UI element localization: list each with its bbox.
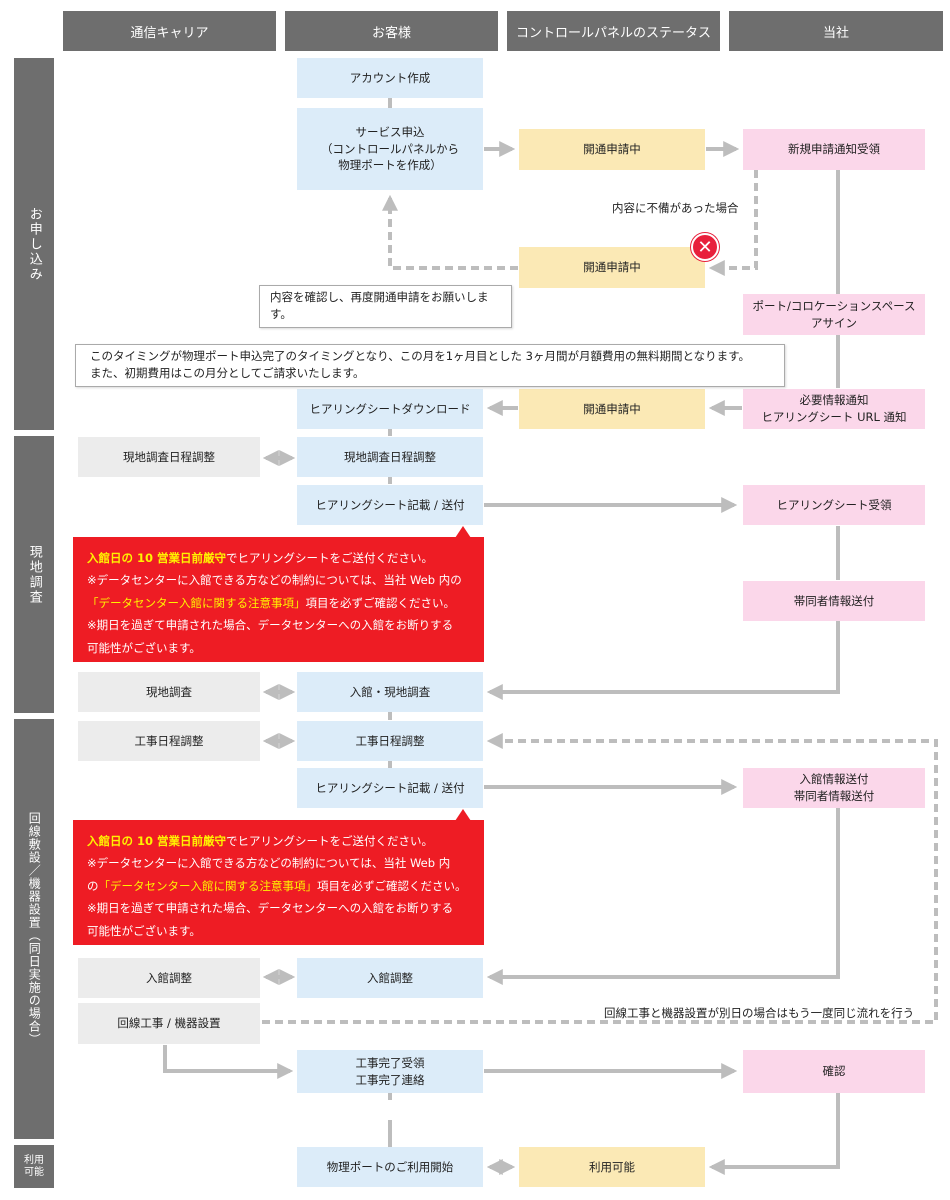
new-apply-received-box: 新規申請通知受領 bbox=[743, 129, 925, 170]
service-apply-box: サービス申込 （コントロールパネルから 物理ポートを作成） bbox=[297, 108, 483, 190]
warning-deadline: 入館日の 10 営業日前厳守 bbox=[87, 834, 227, 848]
reapply-note: 内容を確認し、再度開通申請をお願いします。 bbox=[259, 285, 512, 328]
section-apply: お申し込み bbox=[14, 58, 54, 430]
companion-info-box-1: 帯同者情報送付 bbox=[743, 581, 925, 621]
warning-text: 可能性がございます。 bbox=[87, 640, 201, 655]
warning-pointer-icon bbox=[455, 526, 471, 538]
incomplete-case-label: 内容に不備があった場合 bbox=[612, 201, 739, 215]
status-available-box: 利用可能 bbox=[519, 1147, 705, 1187]
warning-text: 項目を必ずご確認ください。 bbox=[317, 878, 467, 893]
warning-link-text: 「データセンター入館に関する注意事項」 bbox=[98, 878, 318, 893]
warning-text: 可能性がございます。 bbox=[87, 923, 201, 938]
customer-survey-schedule-box: 現地調査日程調整 bbox=[297, 437, 483, 477]
carrier-work-schedule-box: 工事日程調整 bbox=[78, 721, 260, 761]
dashed-arrow-left-icon bbox=[708, 170, 758, 276]
warning-text: でヒアリングシートをご送付ください。 bbox=[226, 551, 434, 565]
hearing-submit-box-2: ヒアリングシート記載 / 送付 bbox=[297, 768, 483, 808]
status-applying-box-2: 開通申請中 bbox=[519, 247, 705, 288]
carrier-survey-box: 現地調査 bbox=[78, 672, 260, 712]
port-assign-box: ポート/コロケーションスペース アサイン bbox=[743, 294, 925, 335]
warning-text: の bbox=[87, 878, 99, 893]
warning-link-text: 「データセンター入館に関する注意事項」 bbox=[87, 595, 306, 610]
warning-text: ※データセンターに入館できる方などの制約については、当社 Web 内の bbox=[87, 573, 462, 588]
status-applying-box-3: 開通申請中 bbox=[519, 389, 705, 429]
timing-note: このタイミングが物理ポート申込完了のタイミングとなり、この月を1ヶ月目とした 3… bbox=[75, 344, 785, 387]
hearing-received-box: ヒアリングシート受領 bbox=[743, 485, 925, 525]
column-header-status: コントロールパネルのステータス bbox=[507, 11, 720, 51]
hearing-submit-box-1: ヒアリングシート記載 / 送付 bbox=[297, 485, 483, 525]
arrow-left-icon bbox=[486, 620, 840, 700]
section-survey-label: 現地調査 bbox=[26, 544, 42, 605]
carrier-work-box: 回線工事 / 機器設置 bbox=[78, 1003, 260, 1044]
warning-text: ※期日を過ぎて申請された場合、データセンターへの入館をお断りする bbox=[87, 618, 454, 633]
section-install-label: 回線敷設／機器設置（同日実施の場合） bbox=[27, 812, 42, 1046]
arrow-left-icon bbox=[708, 1092, 840, 1175]
info-notify-box: 必要情報通知 ヒアリングシート URL 通知 bbox=[743, 389, 925, 429]
repeat-flow-label: 回線工事と機器設置が別日の場合はもう一度同じ流れを行う bbox=[604, 1006, 915, 1020]
carrier-entry-adjust-box: 入館調整 bbox=[78, 958, 260, 998]
column-header-carrier: 通信キャリア bbox=[63, 11, 276, 51]
section-apply-label: お申し込み bbox=[26, 206, 42, 282]
work-complete-box: 工事完了受領 工事完了連絡 bbox=[297, 1050, 483, 1093]
warning-box-2: 入館日の 10 営業日前厳守でヒアリングシートをご送付ください。 ※データセンタ… bbox=[73, 809, 484, 945]
section-available-label: 利用可能 bbox=[24, 1154, 44, 1178]
account-create-box: アカウント作成 bbox=[297, 58, 483, 98]
port-start-box: 物理ポートのご利用開始 bbox=[297, 1147, 483, 1187]
arrow-left-icon bbox=[486, 808, 840, 985]
confirm-box: 確認 bbox=[743, 1050, 925, 1093]
column-header-company: 当社 bbox=[729, 11, 943, 51]
warning-text: でヒアリングシートをご送付ください。 bbox=[226, 834, 434, 848]
warning-pointer-icon bbox=[455, 809, 471, 821]
warning-deadline: 入館日の 10 営業日前厳守 bbox=[87, 551, 227, 565]
dashed-arrow-up-icon bbox=[382, 194, 518, 270]
customer-work-schedule-box: 工事日程調整 bbox=[297, 721, 483, 761]
entry-survey-box: 入館・現地調査 bbox=[297, 672, 483, 712]
carrier-survey-schedule-box: 現地調査日程調整 bbox=[78, 437, 260, 477]
status-applying-box-1: 開通申請中 bbox=[519, 129, 705, 170]
warning-text: 項目を必ずご確認ください。 bbox=[305, 595, 456, 610]
warning-text: ※データセンターに入館できる方などの制約については、当社 Web 内 bbox=[87, 856, 451, 871]
arrow-right-icon bbox=[163, 1045, 294, 1079]
warning-text: ※期日を過ぎて申請された場合、データセンターへの入館をお断りする bbox=[87, 901, 454, 916]
dashed-arrow-loop-icon bbox=[262, 733, 938, 1024]
customer-entry-adjust-box: 入館調整 bbox=[297, 958, 483, 998]
section-available: 利用可能 bbox=[14, 1145, 54, 1188]
warning-box-1: 入館日の 10 営業日前厳守でヒアリングシートをご送付ください。 ※データセンタ… bbox=[73, 526, 484, 662]
section-survey: 現地調査 bbox=[14, 436, 54, 713]
entry-companion-info-box: 入館情報送付 帯同者情報送付 bbox=[743, 768, 925, 808]
hearing-download-box: ヒアリングシートダウンロード bbox=[297, 389, 483, 429]
error-x-icon: ✕ bbox=[691, 233, 719, 261]
section-install: 回線敷設／機器設置（同日実施の場合） bbox=[14, 719, 54, 1139]
column-header-customer: お客様 bbox=[285, 11, 498, 51]
